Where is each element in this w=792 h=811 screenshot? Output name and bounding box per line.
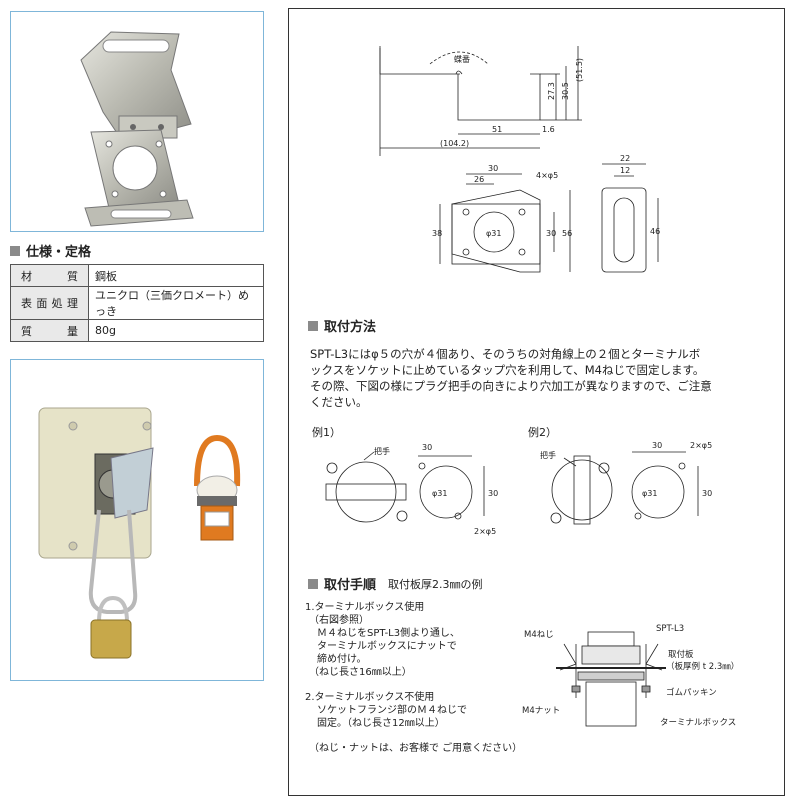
spec-key: 質量 <box>10 319 89 342</box>
label-nut: M4ナット <box>522 706 561 716</box>
dim-label: 1.6 <box>542 125 555 134</box>
procedure-heading: 取付手順 取付板厚2.3㎜の例 <box>308 574 483 593</box>
spec-key: 材質 <box>10 264 89 287</box>
dim-label: 2×φ5 <box>474 527 496 536</box>
procedure-steps: 1.ターミナルボックス使用 （右図参照） Ｍ４ねじをSPT-L3側より通し、 タ… <box>305 602 523 754</box>
dim-label: 26 <box>474 175 484 184</box>
product-illustration <box>38 407 241 659</box>
dim-label: 30 <box>652 441 662 450</box>
spec-value: ユニクロ（三価クロメート）めっき <box>88 286 264 320</box>
dim-label: 22 <box>620 154 630 163</box>
dim-label: 30 <box>488 489 498 498</box>
bracket-photo <box>10 11 264 232</box>
heading-square-icon <box>308 320 318 331</box>
table-row: 表面処理 ユニクロ（三価クロメート）めっき <box>10 286 264 320</box>
spec-heading: 仕様・定格 <box>10 241 91 260</box>
heading-square-icon <box>308 578 318 589</box>
dim-label: 4×φ5 <box>536 171 558 180</box>
side-view-drawing: 22 12 46 <box>601 154 660 273</box>
dim-label: 56 <box>562 229 572 238</box>
label-terminal-box: ターミナルボックス <box>660 718 737 728</box>
handle-label: 把手 <box>374 446 390 456</box>
example2-label: 例2） <box>528 426 557 439</box>
spec-table: 材質 鋼板 表面処理 ユニクロ（三価クロメート）めっき 質量 80g <box>10 264 264 342</box>
dim-label: 30.5 <box>561 82 570 100</box>
mounting-text: SPT-L3にはφ５の穴が４個あり、そのうちの対角線上の２個とターミナルボ ック… <box>310 347 712 409</box>
handle-label: 把手 <box>540 450 556 460</box>
spec-key: 表面処理 <box>10 286 89 320</box>
dim-label: φ31 <box>432 489 447 498</box>
example1-drawing: 把手 30 30 φ31 2×φ5 <box>325 443 498 536</box>
label-gasket: ゴムパッキン <box>666 688 717 698</box>
dim-label: 30 <box>422 443 432 452</box>
dim-label: 27.3 <box>547 82 556 100</box>
dim-label: 46 <box>650 227 660 236</box>
dim-label: (51.5) <box>575 58 584 82</box>
dim-label: (104.2) <box>440 139 469 148</box>
label-spt: SPT-L3 <box>656 624 685 634</box>
label-m4-screw: M4ねじ <box>524 630 554 640</box>
dim-label: φ31 <box>642 489 657 498</box>
mounting-heading: 取付方法 <box>308 316 376 335</box>
dim-label: φ31 <box>486 229 501 238</box>
procedure-subtitle: 取付板厚2.3㎜の例 <box>388 577 483 591</box>
example1-label: 例1） <box>312 426 341 439</box>
top-view-drawing: 蝶番 51 (104.2) 1.6 27.3 30.5 (51.5) <box>379 46 584 156</box>
dim-label: 51 <box>492 125 502 134</box>
dim-label: 30 <box>702 489 712 498</box>
dim-label: 38 <box>432 229 442 238</box>
assembly-drawing <box>556 631 666 727</box>
dim-label: 30 <box>546 229 556 238</box>
spec-value: 鋼板 <box>88 264 264 287</box>
spec-value: 80g <box>88 319 264 342</box>
dim-hinge-label: 蝶番 <box>454 54 470 64</box>
label-plate: 取付板 <box>668 650 694 660</box>
table-row: 材質 鋼板 <box>10 264 264 287</box>
front-view-drawing: 30 26 4×φ5 φ31 38 30 56 <box>432 164 572 273</box>
heading-square-icon <box>10 245 20 256</box>
right-panel <box>288 8 785 796</box>
bracket-illustration <box>80 31 194 227</box>
table-row: 質量 80g <box>10 319 264 342</box>
dim-label: 12 <box>620 166 630 175</box>
dim-label: 30 <box>488 164 498 173</box>
dim-label: 2×φ5 <box>690 441 712 450</box>
label-plate-note: （板厚例 t 2.3㎜） <box>666 662 740 672</box>
example2-drawing: 把手 30 30 φ31 2×φ5 <box>540 441 712 525</box>
mounted-product-photo <box>10 359 264 681</box>
